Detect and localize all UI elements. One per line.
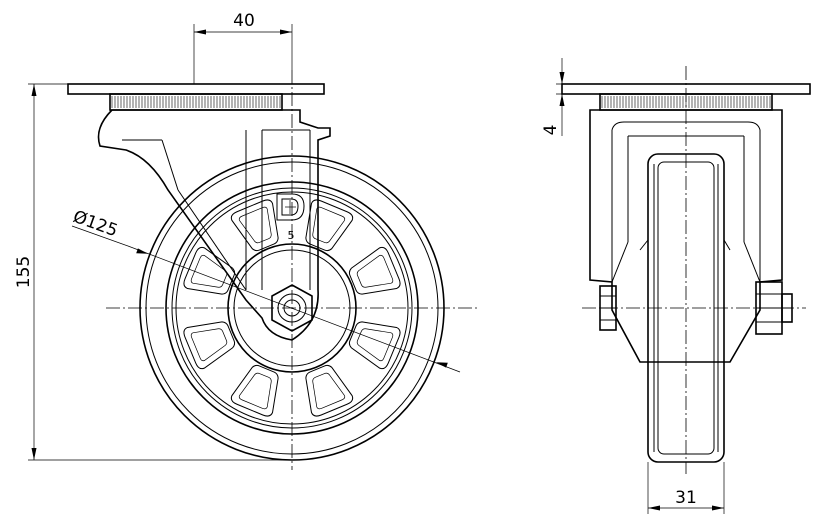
wheel-spoke-windows (183, 199, 401, 417)
swivel-bearing-ring (109, 93, 283, 111)
spoke-window (348, 321, 401, 370)
dimension-total-height: 155 (14, 83, 292, 461)
bearing-knurl (111, 96, 281, 108)
spoke-window (230, 199, 279, 252)
dimension-plate-thickness: 4 (541, 58, 600, 136)
spoke-window (230, 364, 279, 417)
brand-logo: D 5 (276, 193, 305, 242)
fork-outline (97, 109, 331, 341)
logo-number: 5 (288, 229, 295, 242)
spoke-window (305, 199, 354, 252)
dimension-plate-offset: 40 (193, 11, 293, 84)
front-view: D 5 (67, 70, 480, 470)
dim-diameter-label: Ø125 (70, 207, 120, 241)
dim-4-label: 4 (541, 125, 561, 136)
side-view (561, 66, 811, 474)
dim-155-label: 155 (14, 256, 34, 288)
dimension-wheel-width: 31 (647, 462, 725, 514)
spoke-window (348, 246, 401, 295)
swivel-fork (97, 109, 331, 341)
spoke-window (305, 364, 354, 417)
dim-31-label: 31 (675, 488, 697, 508)
spoke-window (183, 321, 236, 370)
spoke-window (183, 246, 236, 295)
side-fork-outer (589, 109, 783, 363)
top-plate (67, 83, 325, 95)
side-fork-inner (611, 121, 761, 282)
dim-40-label: 40 (233, 11, 255, 31)
